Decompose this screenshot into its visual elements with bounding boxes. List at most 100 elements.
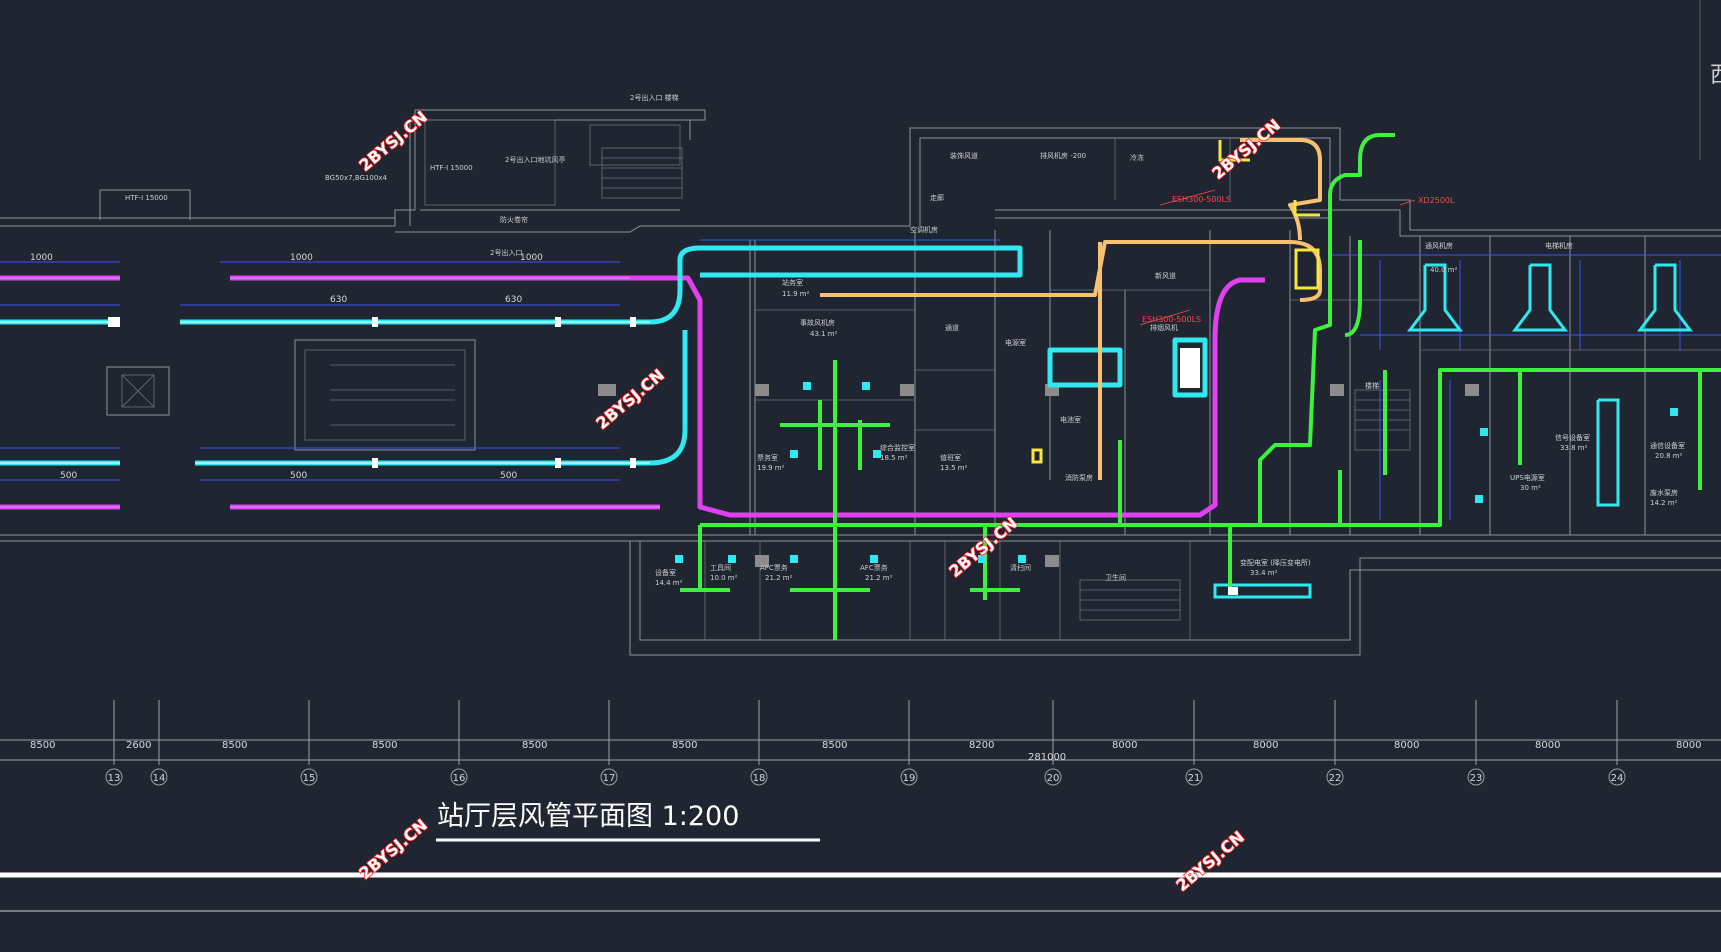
fragment-text: 西 xyxy=(1710,63,1721,88)
axis-spacing: 8500 xyxy=(222,740,247,751)
axis-label: 16 xyxy=(453,773,466,784)
room-label: 30 m² xyxy=(1520,484,1541,492)
room-label: 13.5 m² xyxy=(940,464,968,472)
room-label: 电源室 xyxy=(1005,338,1026,347)
fan-label: HTF-I 15000 xyxy=(430,164,473,172)
axis-label: 17 xyxy=(603,773,616,784)
room-label: UPS电源室 xyxy=(1510,473,1545,482)
dim-label: 500 xyxy=(290,471,307,481)
dim-label: 630 xyxy=(505,295,522,305)
room-label: 综合监控室 xyxy=(880,443,915,452)
room-label: 冷冻 xyxy=(1130,153,1144,162)
room-label: 清扫间 xyxy=(1010,563,1031,572)
equipment-labels: HTF-I 15000 HTF-I 15000 BG50x7,BG100x4 E… xyxy=(125,164,1455,324)
drawing-title: 站厅层风管平面图 1:200 xyxy=(437,801,739,832)
watermarks: 2BYSJ.CN 2BYSJ.CN 2BYSJ.CN 2BYSJ.CN 2BYS… xyxy=(355,107,1285,896)
room-label: 废水泵房 xyxy=(1650,488,1678,497)
axis-spacing: 8000 xyxy=(1676,740,1701,751)
room-label: 电梯机房 xyxy=(1545,241,1573,250)
room-label: 排风机房 -200 xyxy=(1040,151,1086,160)
room-label: 33.8 m² xyxy=(1560,444,1588,452)
dim-label: 500 xyxy=(60,471,77,481)
room-label: 通道 xyxy=(945,323,959,332)
duct-size-label: BG50x7,BG100x4 xyxy=(325,174,387,182)
axis-spacing: 8000 xyxy=(1394,740,1419,751)
room-label: 防火卷帘 xyxy=(500,215,528,224)
room-label: 11.9 m² xyxy=(782,290,810,298)
axis-spacing: 8000 xyxy=(1535,740,1560,751)
room-label: 楼梯 xyxy=(1365,381,1379,390)
equipment-tag: XD2500L xyxy=(1418,196,1455,205)
axis-labels: 13 14 15 16 17 18 19 20 21 22 23 24 xyxy=(108,773,1624,784)
room-label: 工具间 xyxy=(710,564,731,572)
room-label: 40.0 m² xyxy=(1430,266,1458,274)
room-label: 14.2 m² xyxy=(1650,499,1678,507)
dim-label: 630 xyxy=(330,295,347,305)
room-label: 2号出入口 楼梯 xyxy=(630,93,679,102)
room-label: 站务室 xyxy=(782,278,803,287)
room-label: 通信设备室 xyxy=(1650,441,1685,450)
room-label: 票务室 xyxy=(757,453,778,462)
axis-spacing: 8500 xyxy=(372,740,397,751)
axis-label: 20 xyxy=(1047,773,1060,784)
watermark: 2BYSJ.CN xyxy=(355,107,431,175)
room-label: 21.2 m² xyxy=(865,574,893,582)
dimension-lines xyxy=(0,239,1721,520)
axis-spacing: 8500 xyxy=(672,740,697,751)
room-label: 10.0 m² xyxy=(710,574,738,582)
axis-spacing: 8200 xyxy=(969,740,994,751)
room-label: 走廊 xyxy=(930,193,944,202)
room-labels: 2号出入口 楼梯 2号出入口地坑风亭 2号出入口 防火卷帘 装饰风道 走廊 排风… xyxy=(490,93,1685,587)
elevator-shaft xyxy=(106,366,170,416)
axis-label: 22 xyxy=(1329,773,1342,784)
room-label: AFC票务 xyxy=(760,563,788,572)
axis-label: 24 xyxy=(1611,773,1624,784)
axis-total: 281000 xyxy=(1028,752,1066,763)
room-label: 14.4 m² xyxy=(655,579,683,587)
room-label: 19.9 m² xyxy=(757,464,785,472)
watermark: 2BYSJ.CN xyxy=(1172,827,1248,895)
axis-spacing: 8500 xyxy=(30,740,55,751)
axis-label: 13 xyxy=(108,773,121,784)
axis-spacings: 8500 2600 8500 8500 8500 8500 8500 8200 … xyxy=(30,740,1701,763)
room-label: 电池室 xyxy=(1060,415,1081,424)
smoke-exhaust-duct xyxy=(820,138,1322,480)
fan-label: HTF-I 15000 xyxy=(125,194,168,202)
axis-spacing: 8000 xyxy=(1112,740,1137,751)
axis-label: 14 xyxy=(153,773,166,784)
axis-label: 19 xyxy=(903,773,916,784)
axis-label: 15 xyxy=(303,773,316,784)
dim-label: 1000 xyxy=(520,253,543,263)
room-label: 排烟风机 xyxy=(1150,323,1178,332)
watermark: 2BYSJ.CN xyxy=(592,365,668,433)
room-label: 信号设备室 xyxy=(1555,433,1590,442)
room-label: 18.5 m² xyxy=(880,454,908,462)
room-label: 新风道 xyxy=(1155,271,1176,280)
axis-spacing: 8500 xyxy=(522,740,547,751)
room-label: 33.4 m² xyxy=(1250,569,1278,577)
room-label: 设备室 xyxy=(655,568,676,577)
axis-spacing: 2600 xyxy=(126,740,151,751)
room-label: 变配电室 (降压变电所) xyxy=(1240,558,1311,567)
axis-spacing: 8500 xyxy=(822,740,847,751)
room-label: 2号出入口地坑风亭 xyxy=(505,155,565,164)
axis-label: 18 xyxy=(753,773,766,784)
room-label: 值班室 xyxy=(940,453,961,462)
dim-label: 500 xyxy=(500,471,517,481)
dim-label: 1000 xyxy=(290,253,313,263)
escalator xyxy=(330,364,455,426)
axis-label: 23 xyxy=(1470,773,1483,784)
walls xyxy=(0,0,1721,656)
room-label: 2号出入口 xyxy=(490,248,522,257)
equipment-tag: ESH300-500LS xyxy=(1172,195,1231,204)
diffusers xyxy=(675,382,1678,563)
axis-label: 21 xyxy=(1188,773,1201,784)
duct-dampers xyxy=(108,317,1238,595)
room-label: 空调机房 xyxy=(910,225,938,234)
supply-hoods xyxy=(1213,263,1693,599)
room-label: 卫生间 xyxy=(1105,573,1126,582)
dimension-texts: 1000 1000 1000 630 630 500 500 500 xyxy=(30,253,543,481)
room-label: 通风机房 xyxy=(1425,241,1453,250)
room-label: 43.1 m² xyxy=(810,330,838,338)
